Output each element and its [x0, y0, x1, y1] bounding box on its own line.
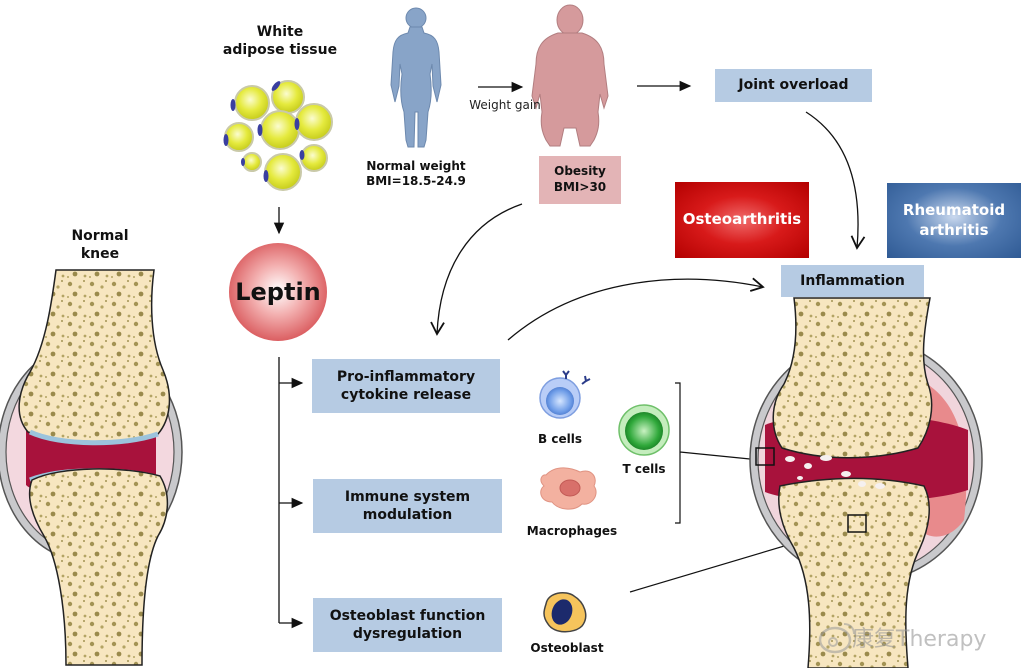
effect-immune-line2: modulation — [362, 507, 453, 523]
fat-cell — [234, 85, 270, 121]
macrophage-illustration — [540, 467, 597, 510]
adipose-tissue-illustration — [223, 80, 333, 191]
normal-weight-label: Normal weight BMI=18.5-24.9 — [346, 159, 486, 189]
effect-osteoblast-line2: dysregulation — [352, 626, 463, 642]
normal-knee-label: Normal knee — [50, 228, 150, 263]
rheumatoid-line2: arthritis — [919, 220, 989, 239]
fat-cell — [295, 103, 333, 141]
joint-overload-box: Joint overload — [715, 69, 872, 102]
adipose-tissue-label: White adipose tissue — [205, 24, 355, 59]
leptin-circle: Leptin — [229, 243, 327, 341]
effect-box-osteoblast: Osteoblast function dysregulation — [313, 598, 502, 652]
normal-weight-figure — [390, 7, 442, 148]
rheumatoid-arthritis-box: Rheumatoid arthritis — [887, 183, 1021, 258]
osteoblast-illustration — [543, 591, 587, 633]
macrophages-label: Macrophages — [526, 524, 618, 538]
bone-erosion-fragments — [785, 455, 885, 489]
effect-cytokine-line2: cytokine release — [340, 387, 472, 403]
t-cell-illustration — [618, 404, 670, 456]
effect-cytokine-line1: Pro-inflammatory — [336, 368, 476, 385]
synovium-detail-marker — [755, 447, 775, 466]
leptin-branch-connector — [278, 357, 304, 629]
osteoblast-label: Osteoblast — [530, 641, 604, 655]
weight-gain-label: Weight gain — [469, 98, 541, 112]
weibo-logo-icon — [818, 623, 855, 654]
antibody-icon — [562, 370, 570, 379]
b-cell-illustration — [539, 370, 591, 419]
fat-cell — [300, 144, 328, 172]
obesity-line2: BMI>30 — [553, 180, 607, 194]
adipose-title-line1: White — [256, 24, 304, 40]
antibody-icon — [581, 375, 591, 385]
cytokine-to-inflammation-arrow — [507, 277, 765, 341]
normal-weight-line1: Normal weight — [366, 159, 466, 173]
effect-immune-line1: Immune system — [344, 488, 471, 505]
normal-knee-line2: knee — [80, 245, 120, 262]
bone-detail-marker — [847, 514, 867, 533]
obesity-to-cytokine-arrow — [430, 203, 523, 336]
fat-cell — [242, 152, 262, 172]
effect-box-immune: Immune system modulation — [313, 479, 502, 533]
leptin-label: Leptin — [235, 278, 321, 306]
obese-figure — [531, 4, 609, 147]
normal-knee-line1: Normal — [71, 228, 129, 244]
arthritic-knee-illustration — [749, 297, 983, 668]
adipose-title-line2: adipose tissue — [222, 41, 338, 58]
obesity-box: Obesity BMI>30 — [539, 156, 621, 204]
effect-osteoblast-line1: Osteoblast function — [329, 607, 486, 624]
watermark-text: 康复Therapy — [852, 627, 987, 652]
immune-cells-bracket — [675, 382, 761, 524]
b-cells-label: B cells — [538, 432, 582, 446]
osteoarthritis-box: Osteoarthritis — [675, 182, 809, 258]
effect-box-cytokine: Pro-inflammatory cytokine release — [312, 359, 500, 413]
normal-knee-illustration — [0, 269, 183, 666]
fat-cell — [224, 122, 254, 152]
fat-cell — [264, 153, 302, 191]
t-cells-label: T cells — [622, 462, 666, 476]
inflammation-box: Inflammation — [781, 265, 924, 297]
obesity-line1: Obesity — [554, 164, 606, 179]
nucleus — [230, 99, 236, 111]
rheumatoid-line1: Rheumatoid — [902, 201, 1006, 219]
overload-to-inflammation-arrow — [805, 111, 866, 250]
fat-cell — [260, 110, 300, 150]
normal-weight-line2: BMI=18.5-24.9 — [366, 174, 466, 188]
